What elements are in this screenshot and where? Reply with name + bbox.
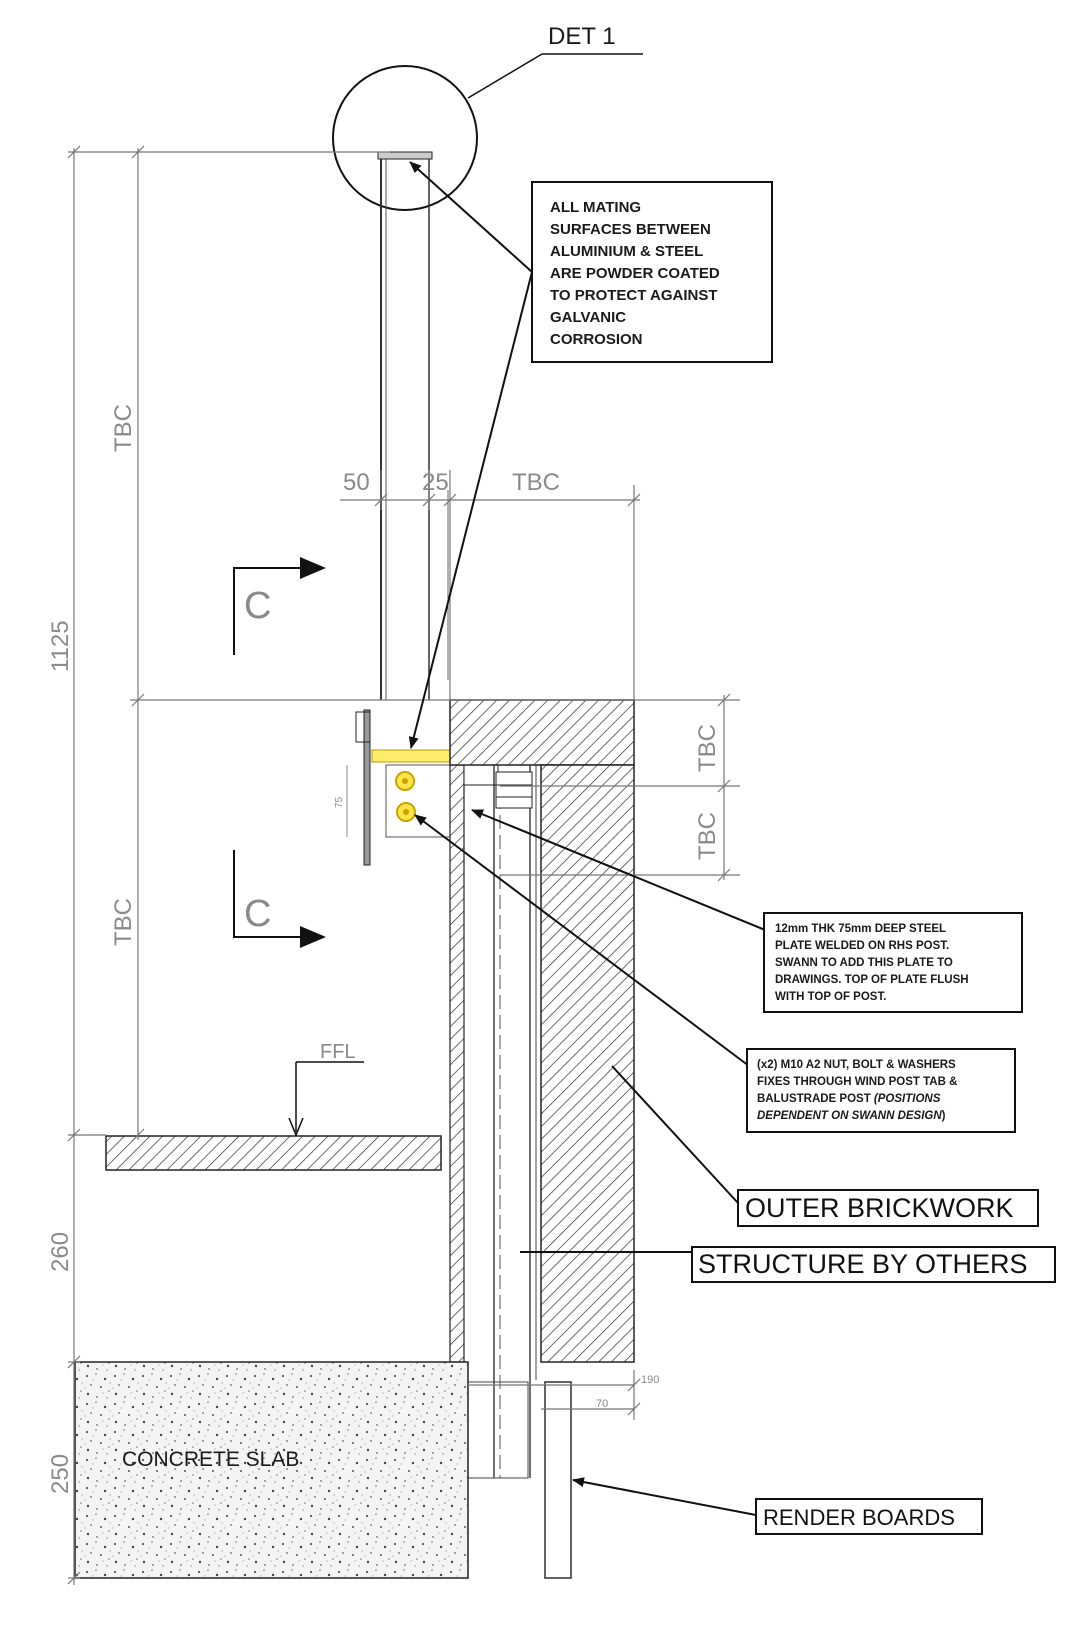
steel-plate-line-5: WITH TOP OF POST. (775, 991, 886, 1003)
svg-text:(x2) M10 A2 NUT, BOLT & WASHER: (x2) M10 A2 NUT, BOLT & WASHERS FIXES TH… (757, 1059, 959, 1088)
label-structure-by-others: STRUCTURE BY OTHERS (691, 1246, 1056, 1283)
powder-coat-line-4: ARE POWDER COATED (550, 265, 720, 282)
outer-brickwork (449, 699, 635, 1363)
dim-250: 250 (47, 1454, 74, 1494)
bolts-line-4: DEPENDENT ON SWANN DESIGN (757, 1110, 942, 1122)
render-boards (544, 1381, 572, 1579)
render-boards-label: RENDER BOARDS (763, 1505, 955, 1530)
powder-coat-line-1: ALL MATING (550, 199, 641, 216)
section-mark-c-bottom: C (244, 893, 271, 935)
structure-by-others-label: STRUCTURE BY OTHERS (698, 1249, 1028, 1279)
dim-1125: 1125 (47, 620, 74, 672)
steel-plate-line-4: DRAWINGS. TOP OF PLATE FLUSH (775, 974, 969, 986)
svg-text:DEPENDENT ON SWANN DESIGN): DEPENDENT ON SWANN DESIGN) (757, 1110, 946, 1122)
note-steel-plate: 12mm THK 75mm DEEP STEEL PLATE WELDED ON… (763, 912, 1023, 1013)
label-outer-brickwork: OUTER BRICKWORK (737, 1189, 1039, 1227)
concrete-slab-label: CONCRETE SLAB (122, 1448, 299, 1471)
dim-25: 25 (422, 469, 449, 496)
dim-plate-tbc-bottom: TBC (694, 812, 721, 860)
bolts-line-4-close: ) (942, 1110, 946, 1122)
dim-upper-tbc: TBC (110, 404, 137, 452)
note-powder-coat: ALL MATING SURFACES BETWEEN ALUMINIUM & … (531, 181, 773, 363)
post-bracket: 75 (334, 709, 453, 866)
powder-coat-line-3: ALUMINIUM & STEEL (550, 243, 703, 260)
steel-plate-line-3: SWANN TO ADD THIS PLATE TO (775, 957, 953, 969)
bolts-line-3: BALUSTRADE POST (757, 1093, 874, 1105)
powder-coat-line-2: SURFACES BETWEEN (550, 221, 711, 238)
dimension-text: 1125 TBC TBC 260 250 50 25 TBC TBC TBC 1… (47, 404, 721, 1494)
dim-lower-tbc: TBC (110, 898, 137, 946)
dim-260: 260 (47, 1232, 74, 1272)
outer-brickwork-label: OUTER BRICKWORK (745, 1193, 1014, 1223)
section-mark-c-top: C (244, 585, 271, 627)
dim-190: 190 (641, 1374, 659, 1386)
floor-slab: FFL (105, 1041, 442, 1171)
ffl-label: FFL (320, 1041, 356, 1063)
svg-text:ALL MATING SURFACES BETW: ALL MATING SURFACES BETWEEN ALUMINIUM & … (550, 199, 724, 348)
concrete-slab: CONCRETE SLAB (74, 1361, 469, 1579)
structure-by-others (449, 764, 537, 1479)
note-bolts: (x2) M10 A2 NUT, BOLT & WASHERS FIXES TH… (746, 1048, 1016, 1133)
detail-label: DET 1 (548, 23, 616, 50)
powder-coat-line-5: TO PROTECT AGAINST (550, 287, 718, 304)
powder-coat-line-6: GALVANIC (550, 309, 626, 326)
balustrade-post (377, 151, 449, 700)
detail-callout: DET 1 (332, 23, 643, 211)
svg-text:BALUSTRADE POST (POSITIONS: BALUSTRADE POST (POSITIONS (757, 1093, 941, 1105)
steel-plate (371, 749, 451, 763)
powder-coat-line-7: CORROSION (550, 331, 643, 348)
dim-plate-tbc-top: TBC (694, 724, 721, 772)
bolts-line-2: FIXES THROUGH WIND POST TAB & (757, 1076, 957, 1088)
bolts-line-3-italic: (POSITIONS (874, 1093, 941, 1105)
plate-depth-label: 75 (334, 796, 345, 808)
dimensions (67, 145, 740, 1585)
section-marker-bottom: C (233, 850, 326, 948)
dim-70: 70 (596, 1398, 608, 1410)
label-render-boards: RENDER BOARDS (755, 1498, 983, 1535)
steel-plate-line-2: PLATE WELDED ON RHS POST. (775, 940, 949, 952)
dim-cavity-tbc: TBC (512, 469, 560, 496)
leader-lines (408, 161, 771, 1516)
steel-plate-line-1: 12mm THK 75mm DEEP STEEL (775, 923, 946, 935)
bolts-line-1: (x2) M10 A2 NUT, BOLT & WASHERS (757, 1059, 956, 1071)
section-marker-top: C (233, 557, 326, 655)
dim-50: 50 (343, 469, 370, 496)
svg-text:12mm THK 75mm DEEP STEEL: 12mm THK 75mm DEEP STEEL PLATE WELDED ON… (775, 923, 972, 1003)
